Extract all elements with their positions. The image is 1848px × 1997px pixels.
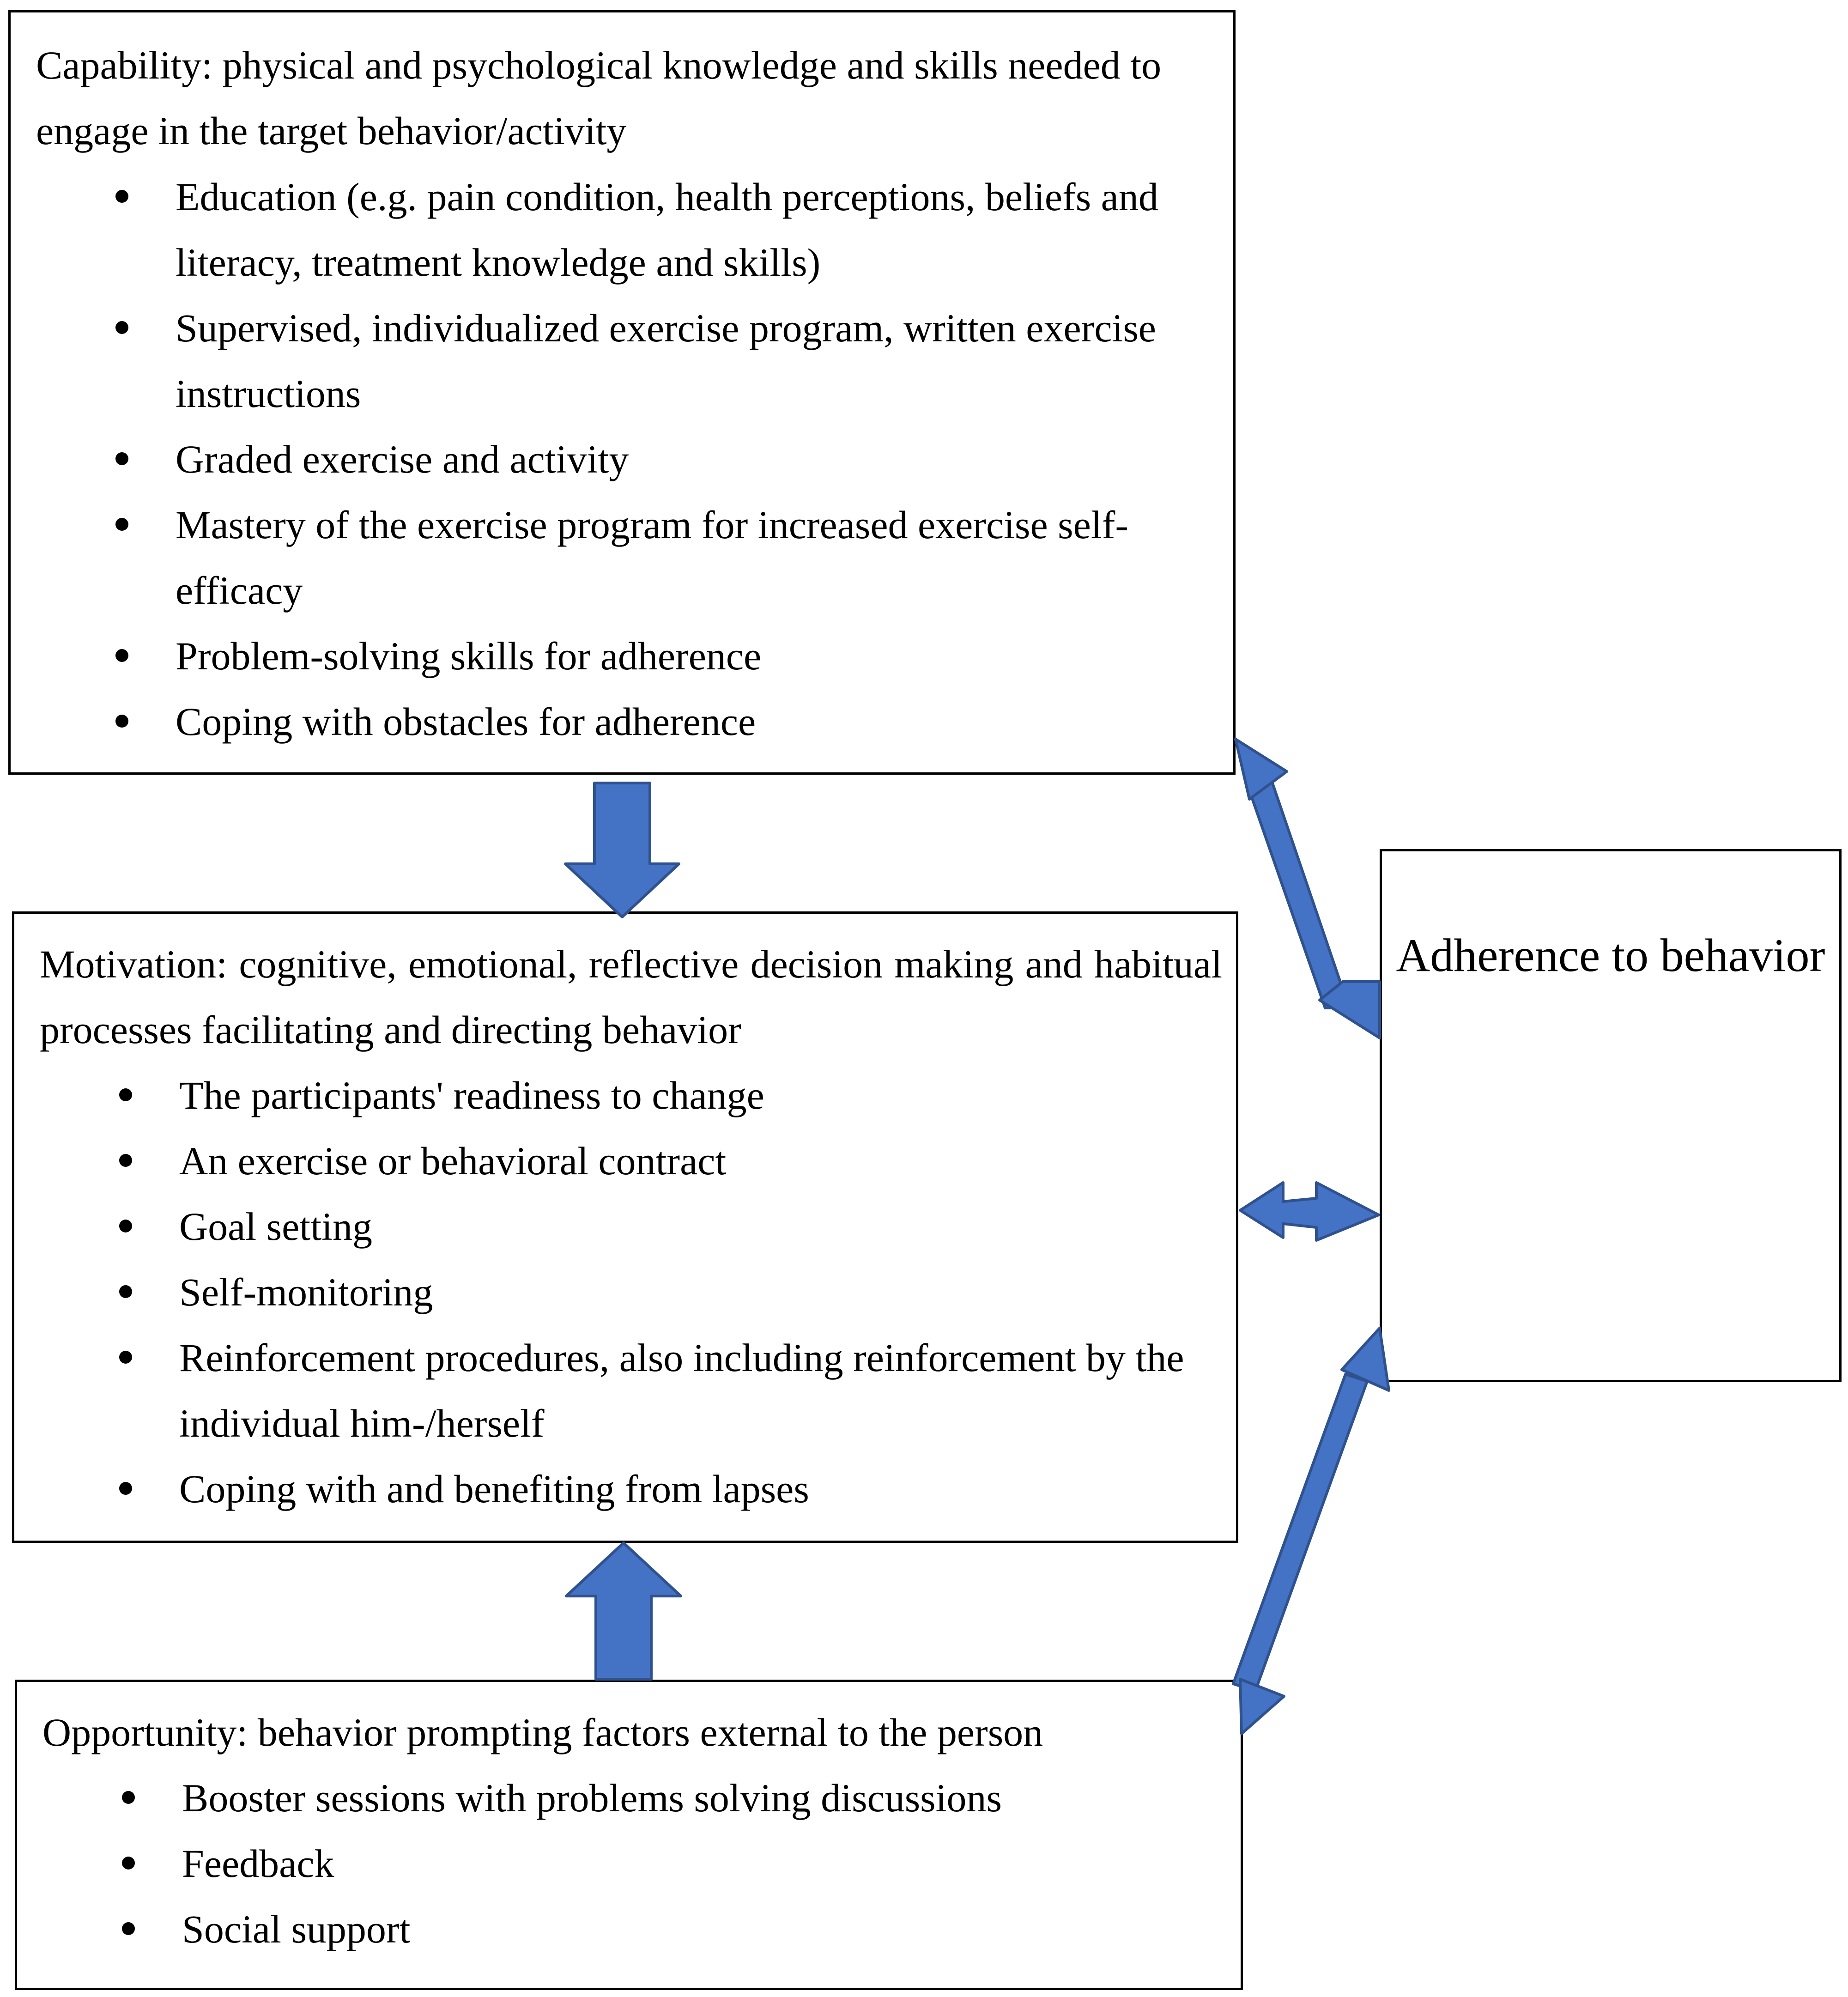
list-item: Supervised, individualized exercise prog…	[115, 295, 1215, 426]
motivation-box: Motivation: cognitive, emotional, reflec…	[12, 911, 1238, 1543]
bullet-icon	[119, 1351, 132, 1364]
list-item: Social support	[122, 1896, 1221, 1962]
list-item-text: Feedback	[182, 1841, 334, 1886]
list-item-text: An exercise or behavioral contract	[179, 1139, 727, 1183]
list-item-text: Graded exercise and activity	[176, 437, 629, 481]
adherence-box: Adherence to behavior	[1380, 849, 1842, 1382]
list-item-text: Coping with and benefiting from lapses	[179, 1467, 809, 1511]
list-item-text: Social support	[182, 1907, 411, 1951]
bullet-icon	[115, 321, 128, 334]
list-item-text: Goal setting	[179, 1204, 372, 1249]
list-item-text: Self-monitoring	[179, 1270, 433, 1314]
list-item-text: Supervised, individualized exercise prog…	[176, 306, 1156, 416]
list-item-text: The participants' readiness to change	[179, 1073, 764, 1117]
list-item-text: Mastery of the exercise program for incr…	[176, 503, 1128, 613]
list-item: Feedback	[122, 1831, 1221, 1896]
bullet-icon	[122, 1857, 135, 1870]
motivation-list: The participants' readiness to change An…	[119, 1062, 1218, 1522]
adherence-title: Adherence to behavior	[1396, 929, 1825, 982]
bullet-icon	[115, 190, 128, 203]
opportunity-box: Opportunity: behavior prompting factors …	[15, 1680, 1243, 1990]
list-item: Education (e.g. pain condition, health p…	[115, 164, 1215, 295]
capability-box: Capability: physical and psychological k…	[8, 10, 1236, 775]
list-item: An exercise or behavioral contract	[119, 1128, 1218, 1194]
bullet-icon	[119, 1220, 132, 1232]
capability-adherence-double-arrow	[1234, 738, 1381, 1039]
bullet-icon	[119, 1482, 132, 1495]
list-item: Goal setting	[119, 1194, 1218, 1259]
bullet-icon	[122, 1791, 135, 1804]
opportunity-adherence-double-arrow	[1232, 1327, 1390, 1735]
list-item-text: Booster sessions with problems solving d…	[182, 1776, 1002, 1820]
list-item: Problem-solving skills for adherence	[115, 623, 1215, 689]
bullet-icon	[115, 715, 128, 728]
bullet-icon	[119, 1154, 132, 1167]
capability-list: Education (e.g. pain condition, health p…	[115, 164, 1215, 754]
list-item-text: Problem-solving skills for adherence	[176, 634, 762, 678]
list-item: Graded exercise and activity	[115, 426, 1215, 492]
list-item-text: Coping with obstacles for adherence	[176, 699, 756, 744]
capability-to-motivation-arrow	[564, 782, 680, 918]
motivation-adherence-double-arrow	[1239, 1181, 1380, 1242]
list-item: Mastery of the exercise program for incr…	[115, 492, 1215, 623]
opportunity-header: Opportunity: behavior prompting factors …	[42, 1710, 1043, 1754]
bullet-icon	[119, 1285, 132, 1298]
list-item: The participants' readiness to change	[119, 1062, 1218, 1128]
list-item-text: Education (e.g. pain condition, health p…	[176, 175, 1158, 285]
bullet-icon	[122, 1922, 135, 1935]
opportunity-to-motivation-arrow	[565, 1542, 682, 1681]
list-item: Booster sessions with problems solving d…	[122, 1765, 1221, 1831]
capability-header: Capability: physical and psychological k…	[36, 43, 1162, 153]
motivation-header: Motivation: cognitive, emotional, reflec…	[40, 942, 1222, 1052]
list-item: Self-monitoring	[119, 1259, 1218, 1325]
bullet-icon	[115, 649, 128, 662]
list-item-text: Reinforcement procedures, also including…	[179, 1335, 1184, 1445]
bullet-icon	[115, 518, 128, 531]
list-item: Coping with and benefiting from lapses	[119, 1456, 1218, 1522]
list-item: Reinforcement procedures, also including…	[119, 1325, 1218, 1456]
bullet-icon	[119, 1088, 132, 1101]
list-item: Coping with obstacles for adherence	[115, 689, 1215, 754]
bullet-icon	[115, 452, 128, 465]
opportunity-list: Booster sessions with problems solving d…	[122, 1765, 1221, 1962]
